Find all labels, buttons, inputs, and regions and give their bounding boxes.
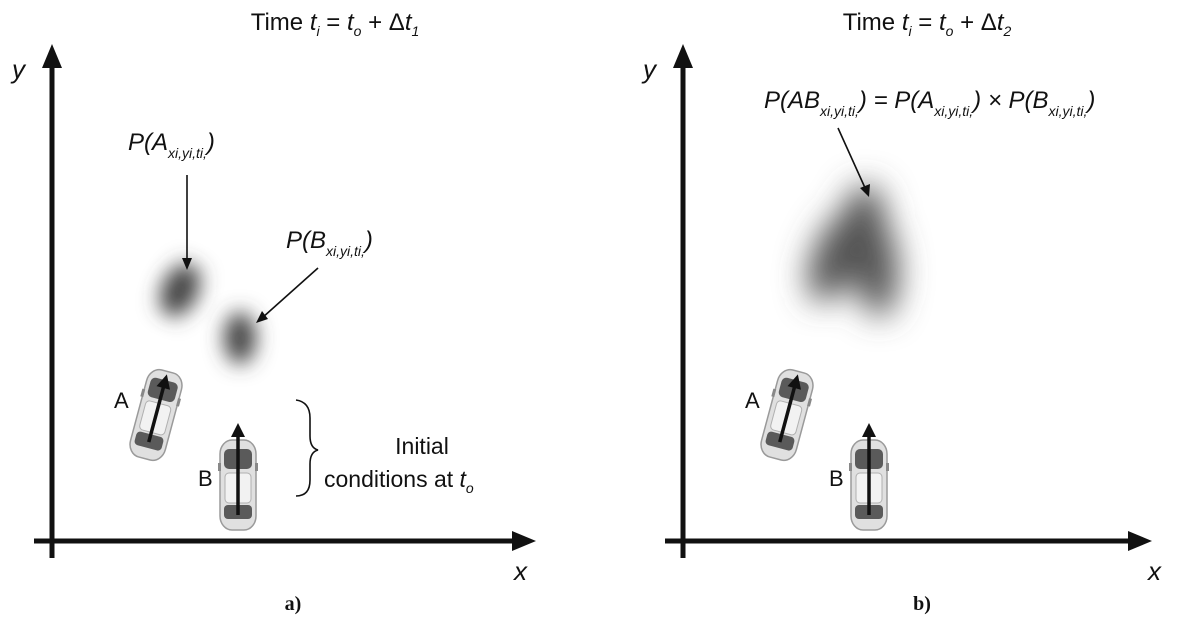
arrow-p-b [261,267,319,319]
y-axis-arrowhead [673,44,693,68]
initial-conditions-line2: conditions at to [324,466,474,496]
panel-a: Time ti = to + Δt1 y x P(Axi,yi,ti,) P(B… [10,9,536,615]
probability-blob-ab [807,185,899,317]
car-b-label: B [198,466,213,491]
car-b-label: B [829,466,844,491]
panel-a-title: Time ti = to + Δt1 [251,9,420,39]
car-a [755,365,819,465]
label-p-a: P(Axi,yi,ti,) [128,129,215,161]
car-a [124,365,188,465]
arrow-p-b-head [256,311,268,323]
caption-a: a) [285,593,302,615]
caption-b: b) [913,593,931,615]
x-axis-label: x [512,556,528,586]
arrow-p-ab-head [860,184,870,197]
arrow-p-ab [837,127,867,191]
x-axis-arrowhead [1128,531,1152,551]
car-a-label: A [114,388,129,413]
y-axis-label: y [641,54,658,84]
panel-b-title: Time ti = to + Δt2 [843,9,1012,39]
probability-blob-b [224,312,256,364]
y-axis-label: y [10,54,27,84]
brace [295,399,319,497]
arrow-p-a-head [182,258,192,270]
probability-blob-a [159,263,201,317]
label-p-ab: P(ABxi,yi,ti,) = P(Axi,yi,ti,) × P(Bxi,y… [764,87,1095,119]
y-axis-arrowhead [42,44,62,68]
car-b [848,423,890,531]
label-p-b: P(Bxi,yi,ti,) [286,227,373,259]
car-a-label: A [745,388,760,413]
x-axis-arrowhead [512,531,536,551]
x-axis-label: x [1146,556,1162,586]
panel-b: Time ti = to + Δt2 y x P(ABxi,yi,ti,) = … [641,9,1162,615]
initial-conditions-line1: Initial [395,433,449,459]
car-b [217,423,259,531]
